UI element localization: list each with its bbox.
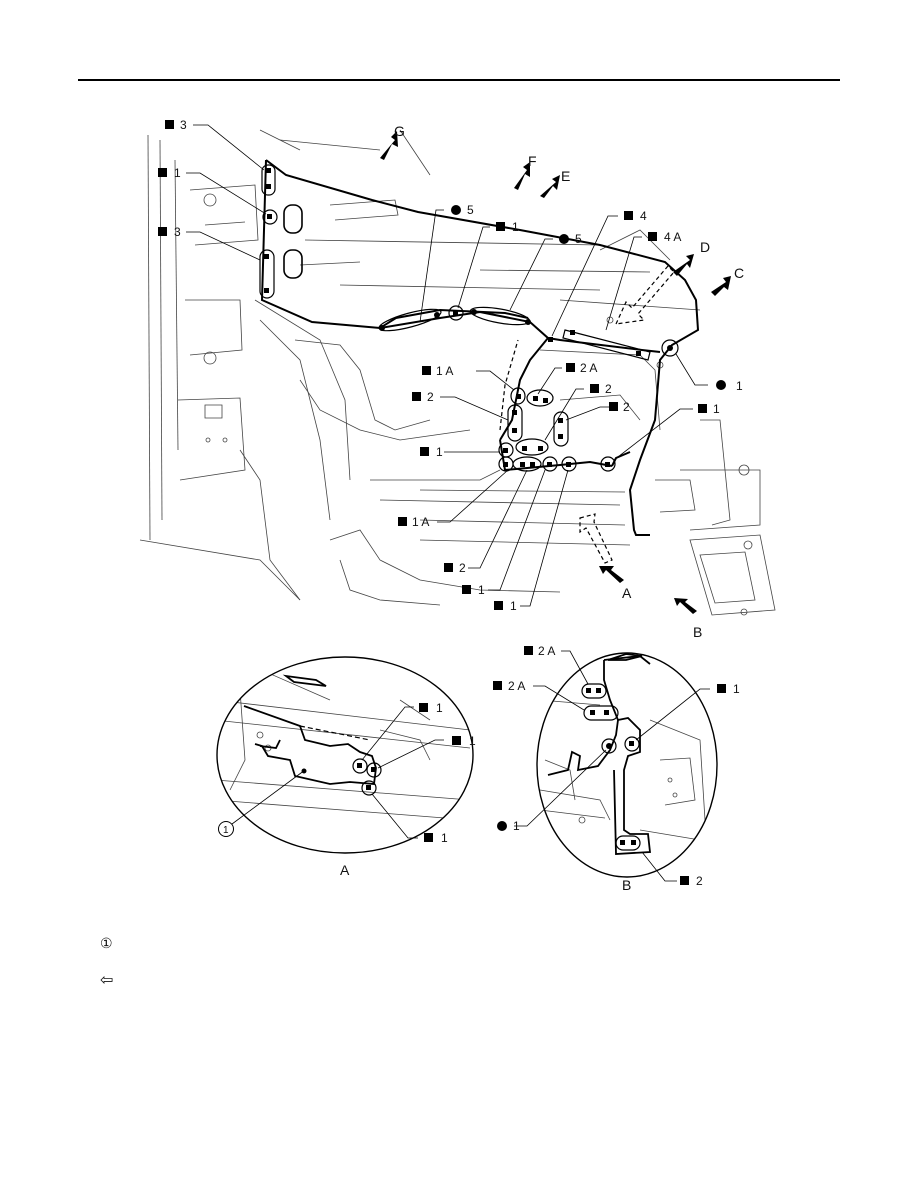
callout-markers: [158, 120, 726, 610]
circled-one-symbol: ①: [100, 935, 113, 951]
detail-a-callout: 1: [469, 734, 476, 748]
callout-label: 1: [174, 166, 181, 180]
left-arrow-icon: ⇦: [100, 972, 114, 989]
dashed-direction-arrows: [499, 265, 675, 564]
weld-spot-markers: [259, 164, 679, 472]
part-number-circle: [218, 821, 234, 837]
view-letter-d: D: [700, 239, 710, 255]
callout-label: 4 A: [664, 230, 681, 244]
view-letter-a: A: [622, 585, 632, 601]
callout-label: 4: [640, 209, 647, 223]
background-body-structure: [139, 129, 776, 616]
detail-b-caption: B: [622, 877, 631, 893]
callout-label: 5: [467, 203, 474, 217]
detail-b-callout: 2: [696, 874, 703, 888]
detail-a: 1 1 1 1 A: [216, 656, 476, 878]
detail-a-callout: 1: [441, 831, 448, 845]
callout-label: 1: [713, 402, 720, 416]
view-letter-g: G: [394, 123, 405, 139]
callout-label: 2: [623, 400, 630, 414]
callout-label: 5: [575, 232, 582, 246]
detail-a-callout: 1: [436, 701, 443, 715]
view-letters: G F E D C A B: [394, 123, 744, 640]
detail-b-callout: 2 A: [508, 679, 525, 693]
detail-b-callout: 1: [513, 819, 520, 833]
callout-label: 1: [736, 379, 743, 393]
view-arrows: [380, 131, 731, 614]
top-rule: [78, 79, 840, 81]
view-letter-b: B: [693, 624, 702, 640]
view-letter-e: E: [561, 168, 570, 184]
rear-panel-holes: [283, 204, 303, 279]
callout-label: 1 A: [412, 515, 429, 529]
callout-label: 1: [478, 583, 485, 597]
callout-labels: 3 1 3 5 1 5 4 4 A 1 1 A 2 A 2 2 2 1 1 1 …: [174, 118, 743, 613]
legend-part-row: ①: [100, 935, 113, 952]
callout-label: 3: [174, 225, 181, 239]
legend-arrow-row: ⇦: [100, 970, 113, 990]
callout-label: 1 A: [436, 364, 453, 378]
leader-lines: [186, 124, 708, 607]
callout-label: 1: [436, 445, 443, 459]
view-letter-f: F: [528, 153, 537, 169]
view-letter-c: C: [734, 265, 744, 281]
callout-label: 1: [510, 599, 517, 613]
callout-label: 2: [427, 390, 434, 404]
part-number-label: 1: [223, 825, 229, 836]
callout-label: 3: [180, 118, 187, 132]
detail-b-callout: 1: [733, 682, 740, 696]
callout-label: 2 A: [580, 361, 597, 375]
callout-label: 1: [512, 220, 519, 234]
detail-a-caption: A: [340, 862, 350, 878]
callout-label: 2: [459, 561, 466, 575]
detail-b-callout: 2 A: [538, 644, 555, 658]
detail-b: 2 A 2 A 1 1 2 B: [493, 644, 740, 893]
callout-label: 2: [605, 382, 612, 396]
